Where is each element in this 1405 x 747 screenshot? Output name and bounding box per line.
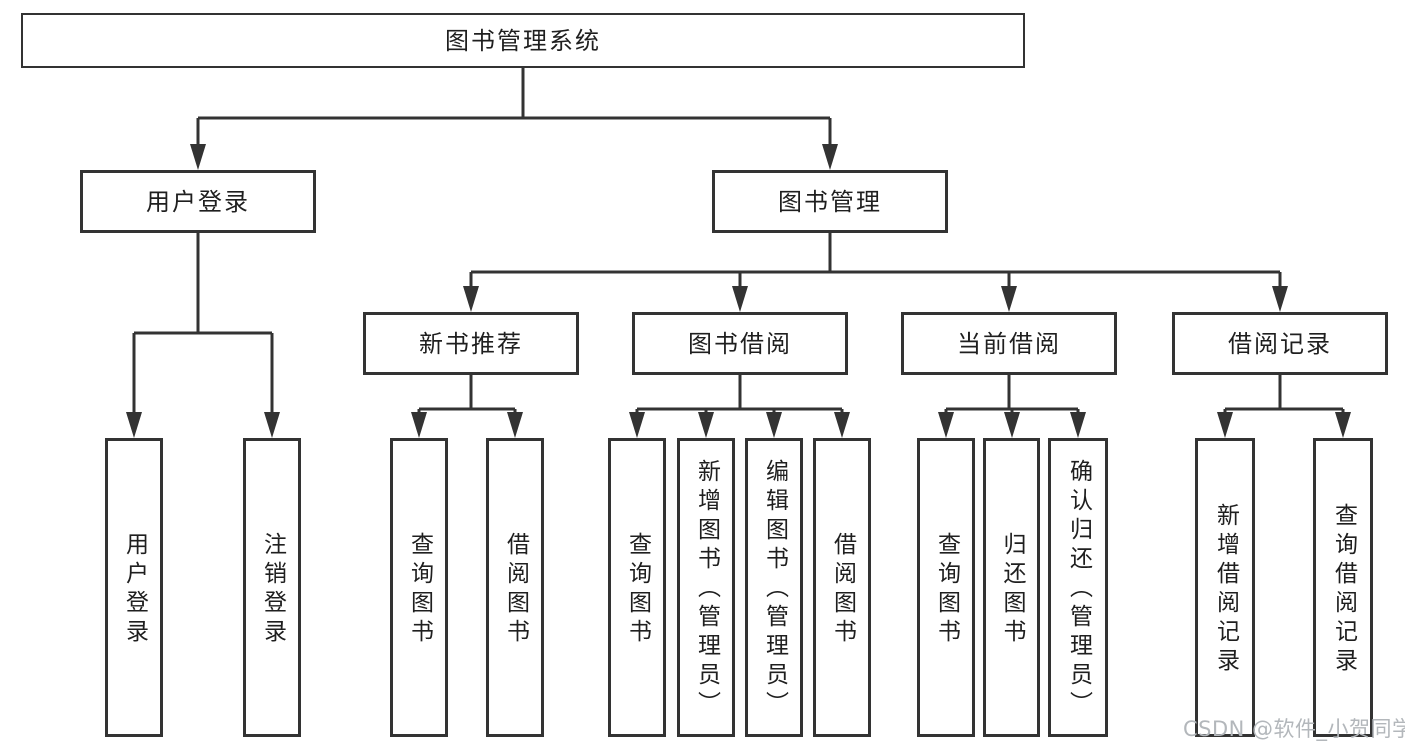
leaf-user-login: 用户登录	[105, 438, 163, 737]
leaf-edit-books-admin: 编辑图书（管理员）	[745, 438, 803, 737]
arrowhead-book-mgmt	[822, 144, 838, 170]
connector-new-books-to-leaves	[411, 375, 523, 438]
arrowhead-current-borrow	[1001, 286, 1017, 312]
node-book-borrowing: 图书借阅	[632, 312, 848, 375]
arrowhead-book-borrow	[732, 286, 748, 312]
node-current-borrowing: 当前借阅	[901, 312, 1117, 375]
leaf-query-books-bb: 查询图书	[608, 438, 666, 737]
node-user-login: 用户登录	[80, 170, 316, 233]
connector-book-mgmt-to-level2	[463, 233, 1288, 312]
arrowhead-borrow-records	[1272, 286, 1288, 312]
arrowhead-leaf-bb-add	[698, 412, 714, 438]
arrowhead-leaf-br-query	[1335, 412, 1351, 438]
arrowhead-leaf-nb-borrow	[507, 412, 523, 438]
arrowhead-leaf-cb-query	[938, 412, 954, 438]
connector-borrow-records-to-leaves	[1217, 375, 1351, 438]
connector-line	[944, 375, 1080, 418]
connector-book-borrow-to-leaves	[629, 375, 850, 438]
arrowhead-leaf-bb-borrow	[834, 412, 850, 438]
arrowhead-leaf-bb-edit	[766, 412, 782, 438]
arrowhead-leaf-cb-return	[1004, 412, 1020, 438]
leaf-query-books-nb: 查询图书	[390, 438, 448, 737]
leaf-add-borrow-record: 新增借阅记录	[1195, 438, 1255, 737]
arrowhead-new-books	[463, 286, 479, 312]
connector-line	[196, 68, 832, 150]
leaf-query-books-cb: 查询图书	[917, 438, 975, 737]
connector-user-login-to-leaves	[126, 233, 280, 438]
arrowhead-leaf-cb-confirm	[1070, 412, 1086, 438]
connector-line	[1223, 375, 1345, 418]
connector-line	[469, 233, 1282, 292]
node-borrowing-records: 借阅记录	[1172, 312, 1388, 375]
arrowhead-user-login	[190, 144, 206, 170]
connector-line	[635, 375, 844, 418]
node-book-management: 图书管理	[712, 170, 948, 233]
leaf-return-books: 归还图书	[983, 438, 1040, 737]
arrowhead-leaf-user-login	[126, 412, 142, 438]
arrowhead-leaf-br-add	[1217, 412, 1233, 438]
leaf-query-borrow-record: 查询借阅记录	[1313, 438, 1373, 737]
leaf-borrow-books-bb: 借阅图书	[813, 438, 871, 737]
connector-line	[417, 375, 517, 418]
leaf-logout: 注销登录	[243, 438, 301, 737]
node-new-book-recommend: 新书推荐	[363, 312, 579, 375]
arrowhead-leaf-nb-query	[411, 412, 427, 438]
connector-root-to-level1	[190, 68, 838, 170]
connector-current-borrow-to-leaves	[938, 375, 1086, 438]
arrowhead-leaf-logout	[264, 412, 280, 438]
leaf-add-books-admin: 新增图书（管理员）	[677, 438, 735, 737]
node-library-management-system: 图书管理系统	[21, 13, 1025, 68]
csdn-watermark: CSDN @软件_小贺同学	[1183, 717, 1405, 741]
leaf-borrow-books-nb: 借阅图书	[486, 438, 544, 737]
connector-line	[132, 233, 274, 418]
leaf-confirm-return-admin: 确认归还（管理员）	[1048, 438, 1108, 737]
arrowhead-leaf-bb-query	[629, 412, 645, 438]
